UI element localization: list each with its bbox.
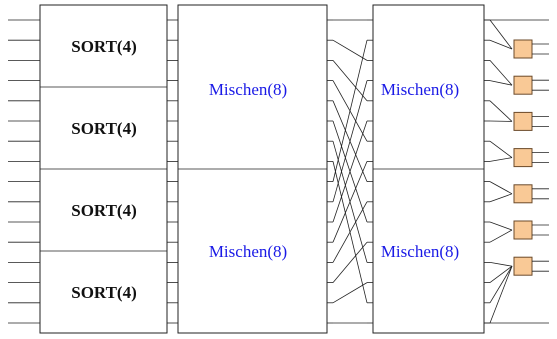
crossing-wire — [332, 40, 368, 182]
crossing-wire — [489, 39, 513, 50]
crossing-wire — [489, 140, 513, 158]
crossing-wire — [332, 161, 368, 243]
crossing-wire — [489, 19, 513, 50]
crossing-network-2 — [484, 19, 513, 324]
crossing-wire — [489, 229, 513, 243]
crossing-wire — [332, 80, 368, 202]
comparator-box — [513, 111, 533, 131]
comparator-box — [513, 148, 533, 168]
crossing-wire — [332, 241, 368, 283]
comparator-box — [513, 75, 533, 95]
crossing-wire — [489, 265, 513, 283]
crossing-network-1 — [327, 19, 373, 324]
crossing-wire — [489, 60, 513, 86]
comparator-column — [513, 39, 533, 276]
comparator-box — [513, 39, 533, 59]
sort-block-label: SORT(4) — [71, 119, 137, 138]
crossing-wire — [489, 100, 513, 122]
crossing-wire — [489, 80, 513, 86]
crossing-wire — [489, 157, 513, 162]
merge-block-label: Mischen(8) — [381, 80, 459, 99]
crossing-wire — [489, 262, 513, 267]
output-wires — [484, 19, 549, 324]
comparator-box — [513, 220, 533, 240]
sort-column: SORT(4) SORT(4) SORT(4) SORT(4) — [39, 4, 168, 334]
merge-block-label: Mischen(8) — [209, 80, 287, 99]
comparator-box — [513, 184, 533, 204]
comparator-box — [513, 256, 533, 276]
crossing-wire — [489, 265, 513, 304]
crossing-wire — [332, 201, 368, 263]
crossing-wire — [489, 221, 513, 231]
merge-column-2: Mischen(8) Mischen(8) — [372, 4, 485, 334]
sort-block-label: SORT(4) — [71, 37, 137, 56]
sort-block-label: SORT(4) — [71, 283, 137, 302]
merge-block-label: Mischen(8) — [209, 242, 287, 261]
sort-block-label: SORT(4) — [71, 201, 137, 220]
connecting-wires — [167, 19, 178, 324]
crossing-wire — [332, 60, 368, 102]
crossing-wire — [332, 282, 368, 304]
input-wires — [8, 19, 40, 324]
merge-column-1: Mischen(8) Mischen(8) — [177, 4, 328, 334]
crossing-wire — [332, 120, 368, 223]
crossing-wire — [332, 39, 368, 61]
crossing-wire — [489, 193, 513, 203]
crossing-wire — [489, 266, 513, 324]
crossing-wire — [489, 181, 513, 195]
merge-block-label: Mischen(8) — [381, 242, 459, 261]
